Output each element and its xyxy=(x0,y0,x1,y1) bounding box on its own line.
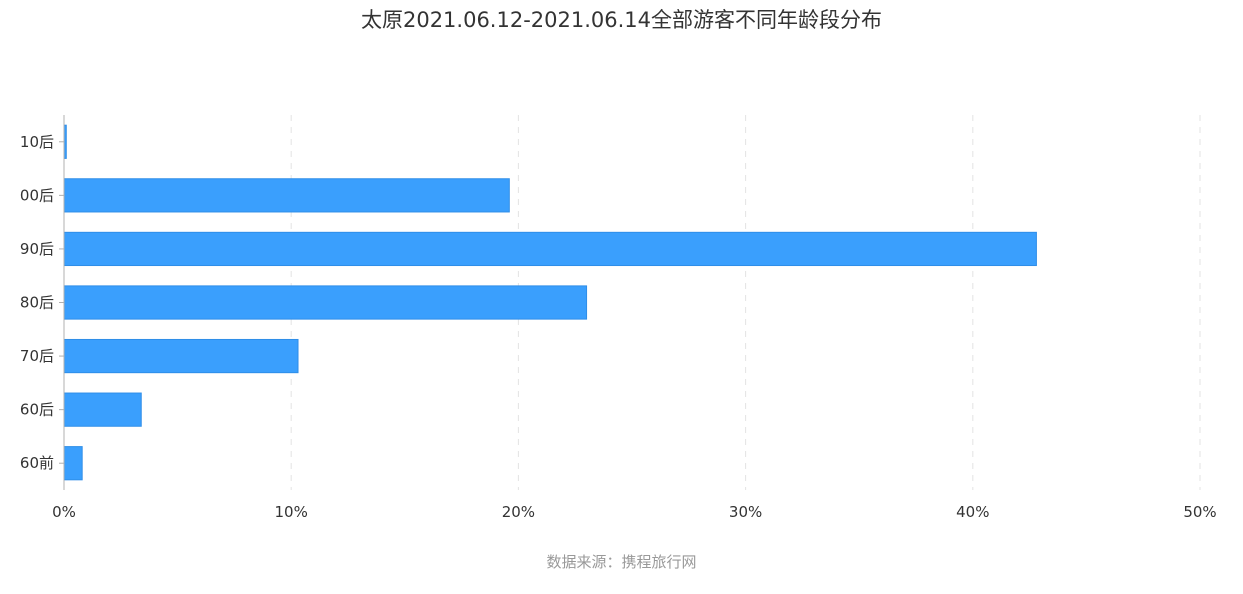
bar xyxy=(63,338,299,374)
y-tick-label: 70后 xyxy=(20,347,54,365)
bar xyxy=(63,392,142,427)
y-tick-label: 00后 xyxy=(20,186,54,204)
bars xyxy=(63,124,1037,481)
grid-lines xyxy=(290,115,1201,490)
y-tick-label: 60前 xyxy=(20,454,54,472)
x-tick-label: 40% xyxy=(956,503,989,521)
x-tick-labels: 0% 10% 20% 30% 40% 50% xyxy=(52,503,1217,521)
bar xyxy=(63,231,1037,267)
bar xyxy=(63,285,588,320)
y-tick-label: 90后 xyxy=(20,240,54,258)
bar xyxy=(63,446,83,481)
y-tick-labels: 10后 00后 90后 80后 70后 60后 60前 xyxy=(20,133,64,472)
x-tick-label: 10% xyxy=(275,503,308,521)
x-tick-label: 50% xyxy=(1183,503,1216,521)
x-tick-label: 30% xyxy=(729,503,762,521)
x-tick-label: 0% xyxy=(52,503,76,521)
y-tick-label: 80后 xyxy=(20,294,54,312)
y-tick-label: 10后 xyxy=(20,133,54,151)
y-tick-label: 60后 xyxy=(20,401,54,419)
x-tick-label: 20% xyxy=(502,503,535,521)
chart-title: 太原2021.06.12-2021.06.14全部游客不同年龄段分布 xyxy=(360,8,883,32)
data-source-note: 数据来源：携程旅行网 xyxy=(546,553,697,571)
bar xyxy=(63,178,510,213)
